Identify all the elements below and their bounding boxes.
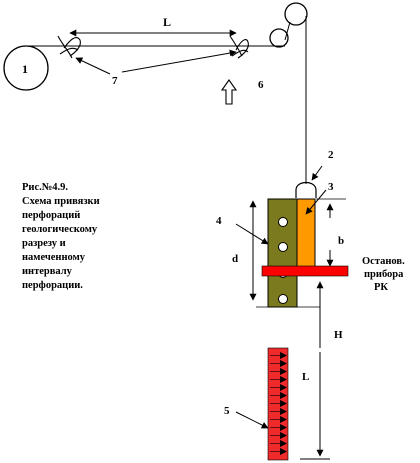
label-L-top: L [163, 15, 171, 29]
cable-head [295, 181, 317, 198]
perforation-hole [278, 294, 288, 304]
svg-text:Схема привязки: Схема привязки [22, 196, 100, 207]
perforator-body [267, 198, 298, 308]
scale-tick [280, 400, 287, 407]
svg-text:перфорации.: перфорации. [22, 280, 83, 291]
callout-3-leader [305, 189, 327, 215]
svg-text:Останов.: Останов. [362, 256, 405, 267]
cable-mark-left [57, 35, 81, 59]
scale-tick [280, 392, 287, 399]
scale-tick [280, 448, 287, 455]
scale-tick [280, 384, 287, 391]
scale-tick [280, 368, 287, 375]
scale-tick [280, 352, 287, 359]
callout-5-leader [235, 411, 269, 429]
cable-mark-right [229, 35, 249, 59]
callout-5: 5 [224, 405, 230, 417]
top-pulley [284, 2, 308, 26]
callout-4: 4 [216, 215, 222, 227]
label-b: b [338, 235, 344, 247]
callout-2: 2 [328, 149, 334, 161]
figure-caption: Рис.№4.9. Схема привязки перфораций геол… [22, 182, 100, 291]
svg-text:РК: РК [374, 282, 388, 293]
svg-text:Рис.№4.9.: Рис.№4.9. [22, 182, 68, 193]
callout-2-leader [311, 165, 323, 181]
label-L-bottom: L [302, 371, 309, 383]
small-pulley [269, 28, 289, 48]
scale-tick [280, 440, 287, 447]
svg-text:прибора: прибора [364, 269, 404, 280]
svg-text:интервалу: интервалу [22, 266, 73, 277]
svg-text:намеченному: намеченному [22, 252, 86, 263]
callout-7-leader-left [75, 57, 111, 75]
callout-4-leader [235, 223, 269, 245]
perforation-hole [278, 242, 288, 252]
collar-locator-strip [296, 198, 316, 271]
label-H: H [334, 329, 343, 341]
scale-tick [280, 416, 287, 423]
hollow-arrow-up [220, 79, 238, 105]
callout-1: 1 [22, 62, 28, 76]
callout-6: 6 [258, 79, 264, 91]
cable-pulley-link [284, 21, 291, 41]
scale-tick [280, 424, 287, 431]
scale-tick [280, 408, 287, 415]
callout-3: 3 [328, 181, 334, 193]
depth-scale-bar [267, 347, 289, 461]
scale-tick [280, 432, 287, 439]
rk-label: Останов. прибора РК [362, 256, 405, 293]
depth-scale-ticks [270, 352, 287, 455]
svg-text:разрезу и: разрезу и [22, 238, 66, 249]
scale-tick [280, 376, 287, 383]
callout-7-leader-right [121, 49, 237, 73]
label-d: d [232, 253, 238, 265]
rk-stop-marker [261, 265, 349, 277]
svg-text:геологическому: геологическому [22, 224, 98, 235]
svg-text:перфораций: перфораций [22, 210, 80, 221]
callout-7: 7 [112, 75, 118, 87]
scale-tick [280, 360, 287, 367]
perforation-hole [278, 217, 288, 227]
